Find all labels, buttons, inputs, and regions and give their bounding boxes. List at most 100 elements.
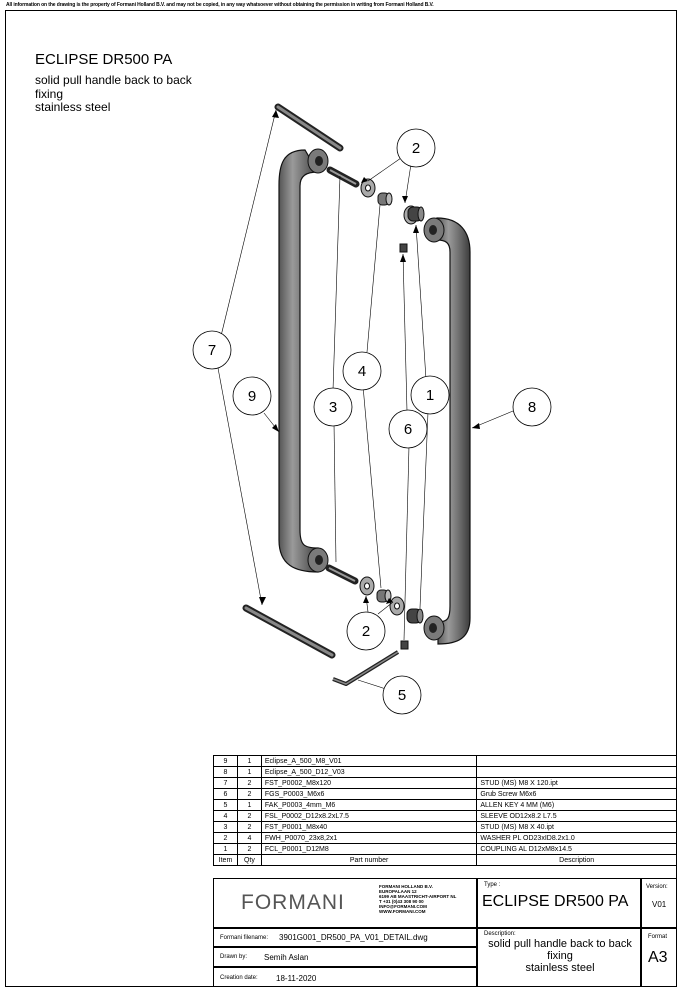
version-value: V01	[652, 900, 667, 909]
balloon-2-top: 2	[396, 128, 436, 168]
drawing-subtitle-1: solid pull handle back to back	[35, 73, 192, 87]
svg-text:4: 4	[358, 363, 366, 380]
part-number-cell: FCL_P0001_D12M8	[260, 843, 478, 855]
part-number-cell: FGS_P0003_M6x6	[260, 788, 478, 800]
item-cell: 7	[213, 777, 238, 789]
item-cell: 1	[213, 843, 238, 855]
item-cell: 8	[213, 766, 238, 778]
balloon-1: 1	[410, 375, 450, 415]
filename-cell: Formani filename: 3901G001_DR500_PA_V01_…	[213, 928, 477, 947]
description-cell: STUD (MS) M8 X 120.ipt	[476, 777, 677, 789]
parts-header-row: Item Qty Part number Description	[213, 854, 677, 866]
description-text: solid pull handle back to back fixing st…	[488, 938, 632, 974]
qty-cell: 1	[236, 755, 262, 767]
balloon-5: 5	[382, 675, 422, 715]
balloon-7: 7	[192, 330, 232, 370]
balloon-8: 8	[512, 387, 552, 427]
svg-text:9: 9	[248, 388, 256, 405]
filename-value: 3901G001_DR500_PA_V01_DETAIL.dwg	[279, 933, 428, 942]
svg-text:8: 8	[528, 399, 536, 416]
qty-cell: 2	[236, 810, 262, 822]
header-description: Description	[476, 854, 677, 866]
svg-text:7: 7	[208, 342, 216, 359]
balloon-2-bottom: 2	[346, 611, 386, 651]
part-number-cell: FST_P0001_M8x40	[260, 821, 478, 833]
description-cell	[476, 755, 677, 767]
part-number-cell: FWH_P0070_23x8,2x1	[260, 832, 478, 844]
part-number-cell: FSL_P0002_D12x8.2xL7.5	[260, 810, 478, 822]
stud-part-3	[325, 166, 360, 585]
stud-part-7	[242, 103, 344, 659]
creation-date-value: 18-11-2020	[276, 974, 317, 983]
description-cell: WASHER PL OD23xID8.2x1.0	[476, 832, 677, 844]
qty-cell: 2	[236, 788, 262, 800]
creation-date-cell: Creation date: 18-11-2020	[213, 967, 477, 987]
version-cell: Version: V01	[641, 878, 677, 928]
logo-cell: FORMANI FORMANI HOLLAND B.V. EUROPALAAN …	[213, 878, 477, 928]
part-number-cell: FAK_P0003_4mm_M6	[260, 799, 478, 811]
description-cell: COUPLING AL D12xM8x14.5	[476, 843, 677, 855]
part-number-cell: Eclipse_A_500_M8_V01	[260, 755, 478, 767]
balloon-6: 6	[388, 409, 428, 449]
exploded-view-drawing: 2 7 4 1 9 3 8 6	[192, 103, 552, 715]
part-number-cell: Eclipse_A_500_D12_V03	[260, 766, 478, 778]
drawing-title: ECLIPSE DR500 PA	[35, 51, 173, 68]
description-cell	[476, 766, 677, 778]
company-address: FORMANI HOLLAND B.V. EUROPALAAN 12 6199 …	[379, 884, 457, 914]
leader-arrowheads	[259, 110, 480, 605]
grub-screw-part-6	[399, 243, 409, 650]
drawn-by-cell: Drawn by: Semih Aslan	[213, 947, 477, 967]
item-cell: 9	[213, 755, 238, 767]
svg-text:6: 6	[404, 421, 412, 438]
drawing-subtitle-2: fixing	[35, 87, 64, 101]
format-value: A3	[648, 949, 668, 966]
type-value: ECLIPSE DR500 PA	[482, 893, 629, 910]
balloon-4: 4	[342, 351, 382, 391]
drawing-subtitle-3: stainless steel	[35, 100, 111, 114]
balloon-9: 9	[232, 376, 272, 416]
item-cell: 5	[213, 799, 238, 811]
description-cell: STUD (MS) M8 X 40.ipt	[476, 821, 677, 833]
washer-part-2	[359, 178, 419, 616]
handle-left-part-9	[278, 148, 329, 573]
svg-text:2: 2	[412, 140, 420, 157]
item-cell: 2	[213, 832, 238, 844]
handle-right-part-8	[423, 217, 471, 645]
svg-text:2: 2	[362, 623, 370, 640]
item-cell: 3	[213, 821, 238, 833]
description-cell: ALLEN KEY 4 MM (M6)	[476, 799, 677, 811]
item-cell: 4	[213, 810, 238, 822]
format-cell: Format A3	[641, 928, 677, 987]
qty-cell: 2	[236, 821, 262, 833]
svg-text:5: 5	[398, 687, 406, 704]
qty-cell: 2	[236, 777, 262, 789]
drawn-by-value: Semih Aslan	[264, 953, 309, 962]
balloon-callouts: 2 7 4 1 9 3 8 6	[192, 128, 552, 715]
description-cell: Description: solid pull handle back to b…	[477, 928, 641, 987]
header-qty: Qty	[236, 854, 262, 866]
qty-cell: 4	[236, 832, 262, 844]
description-cell: Grub Screw M6x6	[476, 788, 677, 800]
balloon-3: 3	[313, 387, 353, 427]
sleeve-part-4	[376, 192, 393, 603]
qty-cell: 1	[236, 766, 262, 778]
coupling-part-1	[406, 206, 425, 624]
qty-cell: 2	[236, 843, 262, 855]
qty-cell: 1	[236, 799, 262, 811]
description-cell: SLEEVE OD12x8.2 L7.5	[476, 810, 677, 822]
item-cell: 6	[213, 788, 238, 800]
svg-text:3: 3	[329, 399, 337, 416]
header-item: Item	[213, 854, 238, 866]
allen-key-part-5	[332, 650, 400, 686]
svg-text:1: 1	[426, 387, 434, 404]
